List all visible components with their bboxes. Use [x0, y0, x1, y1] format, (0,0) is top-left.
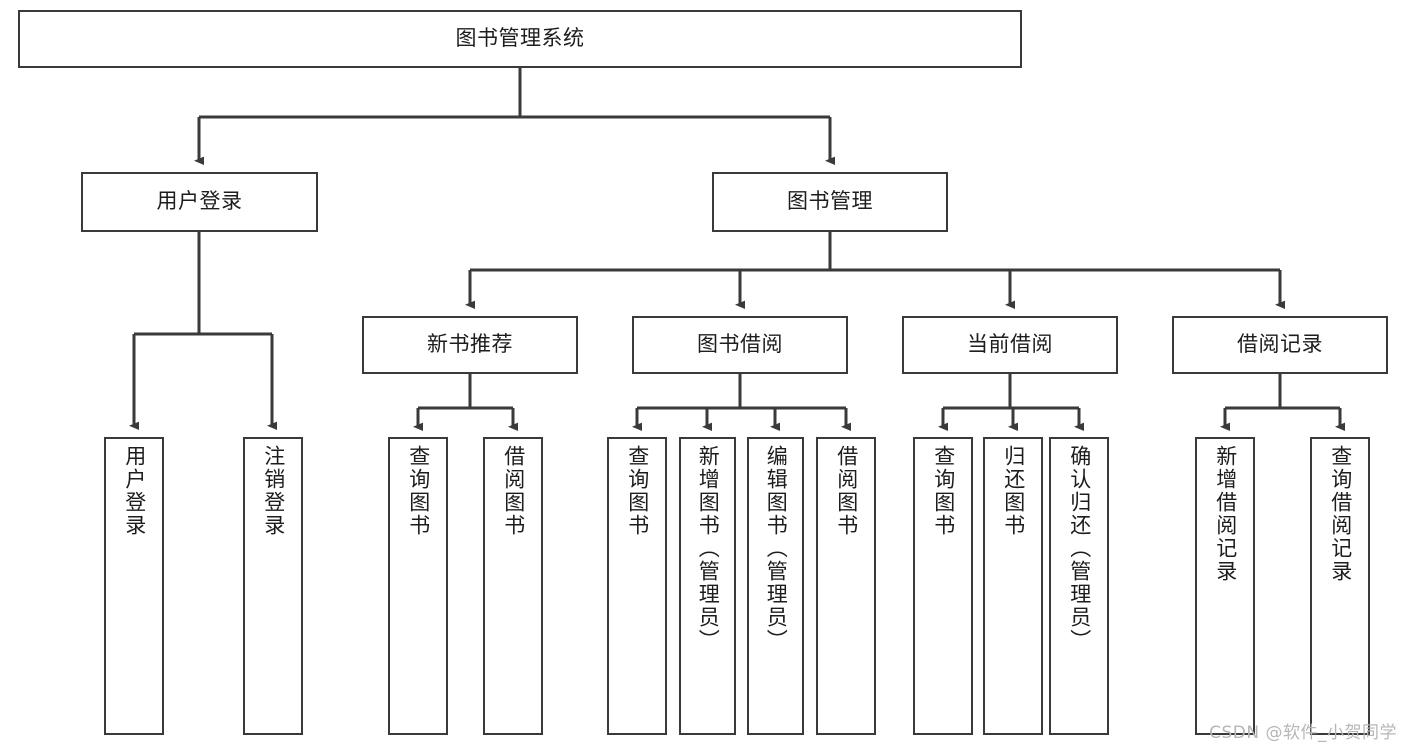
node-user-login-label: 用户登录: [156, 189, 243, 214]
node-leaf-confirm-return-label: 确认归还（管理员）: [1067, 445, 1092, 652]
node-borrow-record[interactable]: 借阅记录: [1172, 316, 1388, 374]
node-leaf-confirm-return[interactable]: 确认归还（管理员）: [1049, 437, 1109, 735]
node-leaf-borrow-book-2-label: 借阅图书: [834, 445, 859, 537]
node-leaf-add-borrow-record-label: 新增借阅记录: [1213, 445, 1238, 583]
node-user-login[interactable]: 用户登录: [81, 172, 318, 232]
node-leaf-user-login[interactable]: 用户登录: [104, 437, 164, 735]
node-leaf-edit-book-label: 编辑图书（管理员）: [764, 445, 789, 652]
node-leaf-add-book-label: 新增图书（管理员）: [696, 445, 721, 652]
node-leaf-user-logout-label: 注销登录: [261, 445, 286, 537]
watermark-text: CSDN @软件_小贺同学: [1209, 723, 1397, 743]
node-leaf-query-borrow-record[interactable]: 查询借阅记录: [1310, 437, 1370, 735]
node-book-manage-label: 图书管理: [787, 189, 873, 214]
node-root[interactable]: 图书管理系统: [18, 10, 1022, 68]
node-book-manage[interactable]: 图书管理: [712, 172, 948, 232]
node-book-borrow[interactable]: 图书借阅: [632, 316, 848, 374]
node-leaf-edit-book[interactable]: 编辑图书（管理员）: [747, 437, 804, 735]
node-borrow-record-label: 借阅记录: [1237, 332, 1323, 357]
node-leaf-query-book-2-label: 查询图书: [625, 445, 650, 537]
node-leaf-borrow-book-1-label: 借阅图书: [501, 445, 526, 537]
node-leaf-borrow-book-1[interactable]: 借阅图书: [483, 437, 543, 735]
node-leaf-return-book-label: 归还图书: [1001, 445, 1026, 537]
node-leaf-add-borrow-record[interactable]: 新增借阅记录: [1195, 437, 1255, 735]
node-leaf-borrow-book-2[interactable]: 借阅图书: [816, 437, 876, 735]
node-leaf-query-book-3[interactable]: 查询图书: [913, 437, 973, 735]
node-leaf-query-borrow-record-label: 查询借阅记录: [1328, 445, 1353, 583]
node-leaf-return-book[interactable]: 归还图书: [983, 437, 1043, 735]
node-new-book-recommend-label: 新书推荐: [427, 332, 513, 357]
node-current-borrow[interactable]: 当前借阅: [902, 316, 1118, 374]
node-book-borrow-label: 图书借阅: [697, 332, 783, 357]
node-leaf-user-logout[interactable]: 注销登录: [243, 437, 303, 735]
node-leaf-query-book-2[interactable]: 查询图书: [607, 437, 667, 735]
node-current-borrow-label: 当前借阅: [967, 332, 1053, 357]
node-leaf-query-book-3-label: 查询图书: [931, 445, 956, 537]
node-leaf-add-book[interactable]: 新增图书（管理员）: [679, 437, 736, 735]
node-leaf-query-book-1[interactable]: 查询图书: [388, 437, 448, 735]
node-new-book-recommend[interactable]: 新书推荐: [362, 316, 578, 374]
node-leaf-query-book-1-label: 查询图书: [406, 445, 431, 537]
node-root-label: 图书管理系统: [455, 26, 585, 51]
node-leaf-user-login-label: 用户登录: [122, 445, 147, 537]
